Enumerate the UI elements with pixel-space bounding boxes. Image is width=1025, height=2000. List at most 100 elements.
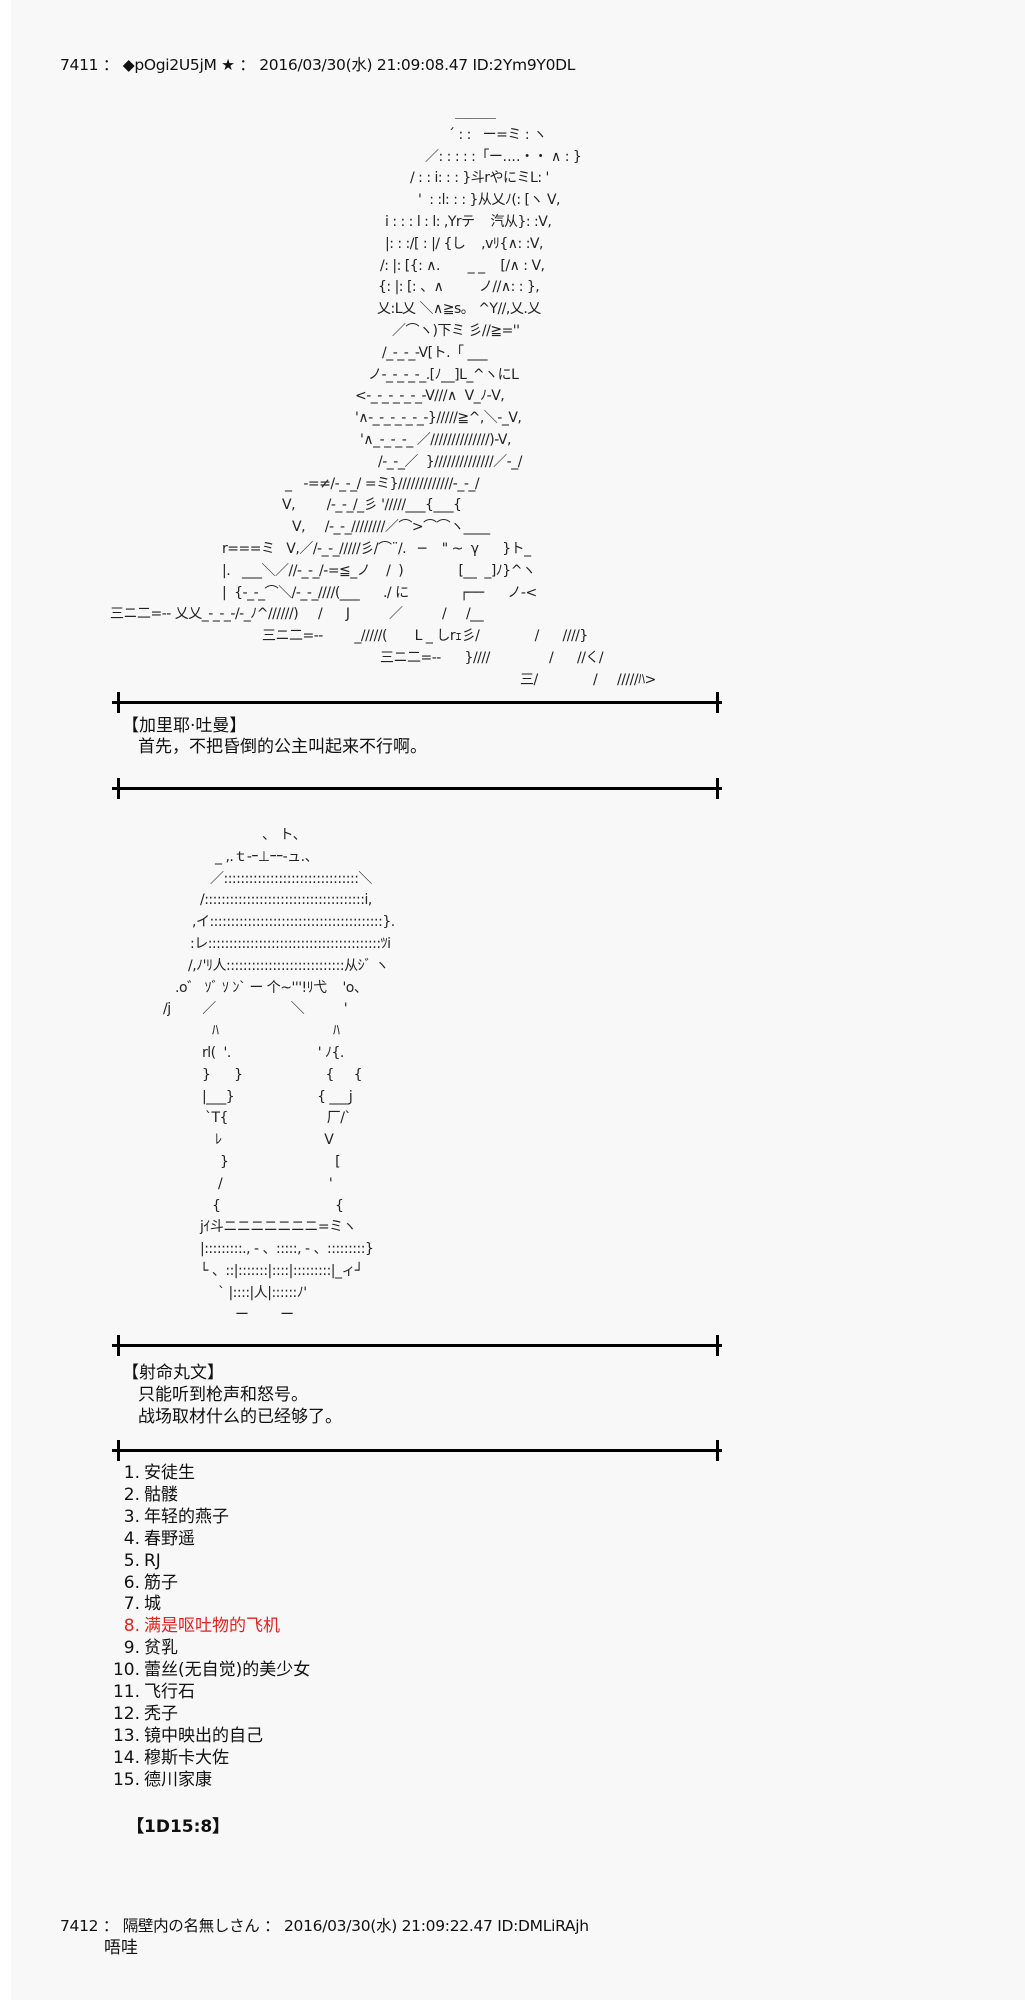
ascii-art-line: /,ﾉ'ﾘ人::::::::::::::::::::::::::::从ｼﾞ ヽ bbox=[188, 957, 389, 974]
ascii-art-line: / ' bbox=[218, 1175, 333, 1192]
dialogue-line: 战场取材什么的已经够了。 bbox=[138, 1407, 342, 1427]
separator bbox=[112, 1440, 722, 1461]
list-number: 10. bbox=[112, 1660, 140, 1681]
ascii-art-line: rl( '. ' ﾉ{. bbox=[202, 1045, 344, 1061]
ascii-art-line: ﾊ ﾊ bbox=[212, 1023, 340, 1040]
list-number: 9. bbox=[123, 1638, 140, 1659]
ascii-art-line: `T{ 厂/` bbox=[205, 1110, 351, 1127]
list-number: 14. bbox=[112, 1747, 140, 1768]
list-number: 3. bbox=[123, 1506, 140, 1527]
ascii-art-line: 三ニ二=-- }//// / //く/ bbox=[380, 650, 604, 666]
ascii-art-line: <-_-_-_-_-_-V///∧ V_ﾉ-V, bbox=[355, 388, 505, 405]
list-text: 骷髅 bbox=[144, 1484, 178, 1505]
ascii-art-line: '∧-_-_-_-_-_-}/////≧^,＼-_V, bbox=[355, 410, 522, 427]
ascii-art-line: └ 、::|:::::::|::::|:::::::::|_ィ┘ bbox=[200, 1263, 363, 1279]
list-text: 春野遥 bbox=[144, 1528, 195, 1549]
ascii-art-line: ﾚ V bbox=[215, 1132, 334, 1149]
list-item: 8.满是呕吐物的飞机 bbox=[100, 1616, 280, 1636]
separator bbox=[112, 778, 722, 799]
separator bbox=[112, 1335, 722, 1356]
list-number: 12. bbox=[112, 1703, 140, 1724]
speaker-name: 【射命丸文】 bbox=[122, 1363, 224, 1383]
ascii-art-line: /j ／ ＼ ' bbox=[163, 1001, 348, 1018]
list-item: 6.筋子 bbox=[100, 1573, 178, 1593]
list-item: 15.德川家康 bbox=[100, 1770, 212, 1790]
list-text: 蕾丝(无自觉)的美少女 bbox=[144, 1660, 311, 1681]
ascii-art-line: | {-_-_⌒＼/-_-_////(___ ./ に ┌── ノ-< bbox=[222, 584, 537, 601]
ascii-art-line: {: |: [: 、∧ ノ//∧: : }, bbox=[378, 279, 540, 296]
ascii-art-line: |. ___＼／//-_-_/-=≦_ノ / ) [__ _]ﾉ}^ヽ bbox=[222, 562, 536, 579]
left-margin bbox=[0, 0, 11, 2000]
list-text: 城 bbox=[144, 1594, 161, 1615]
list-item: 4.春野遥 bbox=[100, 1529, 195, 1549]
list-item: 14.穆斯卡大佐 bbox=[100, 1748, 229, 1768]
ascii-art-line: 、 ト、 bbox=[262, 827, 307, 843]
list-item: 13.镜中映出的自己 bbox=[100, 1726, 263, 1746]
ascii-art-line: /-_-_／ }//////////////／-_/ bbox=[378, 453, 522, 470]
list-number: 8. bbox=[123, 1616, 140, 1637]
list-item: 5.RJ bbox=[100, 1551, 161, 1571]
post-header: 7411 ： ◆pOgi2U5jM ★ ： 2016/03/30(水) 21:0… bbox=[60, 56, 576, 74]
ascii-art-line: :レ::::::::::::::::::::::::::::::::::::::… bbox=[190, 936, 391, 952]
ascii-art-line: / : : i: : : }斗rやにミL: ' bbox=[410, 170, 549, 187]
ascii-art-line: /_-_-_-V[ト.「 ___ bbox=[382, 344, 488, 361]
ascii-art-line: 三/ / /////ﾊ> bbox=[520, 671, 656, 688]
ascii-art-line: jｲ斗ニニニニニニニ=ミヽ bbox=[200, 1219, 357, 1236]
list-number: 11. bbox=[112, 1682, 140, 1702]
ascii-art-line: V, /-_-_////////／⌒>⌒⌒ヽ____ bbox=[292, 519, 490, 536]
ascii-art-line: 三ニ二=-- 乂乂_-_-_-/-_ﾉ^//////) / J ／ / /__ bbox=[110, 606, 484, 623]
list-text: 年轻的燕子 bbox=[144, 1506, 229, 1527]
list-item: 3.年轻的燕子 bbox=[100, 1507, 229, 1527]
list-item: 12.秃子 bbox=[100, 1704, 178, 1724]
list-number: 15. bbox=[112, 1769, 140, 1790]
list-number: 6. bbox=[123, 1572, 140, 1593]
ascii-art-line: |___} { ___j bbox=[202, 1088, 353, 1105]
ascii-art-line: _ ,.ｔ-ｰ⊥ｰｰ-ュ.、 bbox=[215, 848, 319, 865]
list-item: 9.贫乳 bbox=[100, 1638, 178, 1658]
ascii-art-line: r===ミ V,／/-_-_/////彡/⌒¨/. ─ " ~ γ }ト_ bbox=[222, 541, 531, 557]
list-text: 德川家康 bbox=[144, 1769, 212, 1790]
ascii-art-line: /: |: [{: ∧. _ _ [/∧ : V, bbox=[380, 257, 545, 274]
list-text: 穆斯卡大佐 bbox=[144, 1747, 229, 1768]
list-text: 筋子 bbox=[144, 1572, 178, 1593]
list-number: 13. bbox=[112, 1725, 140, 1746]
list-number: 1. bbox=[123, 1463, 140, 1483]
ascii-art-line: '∧_-_-_-_ ／//////////////)-V, bbox=[360, 432, 511, 448]
ascii-art-line: |: : :/[ : |/ {し ,vﾘ{∧: :V, bbox=[385, 235, 543, 252]
ascii-art-line: _ -=≠/-_-_/ =ミ}/////////////-_-_/ bbox=[285, 475, 480, 492]
ascii-art-line: 三ニ二=-- _/////( L _ しrｪ彡/ / ////} bbox=[262, 628, 588, 645]
list-text: 满是呕吐物的飞机 bbox=[144, 1616, 280, 1637]
list-number: 7. bbox=[123, 1594, 140, 1615]
ascii-art-line: ,イ::::::::::::::::::::::::::::::::::::::… bbox=[192, 914, 395, 931]
list-text: 镜中映出的自己 bbox=[144, 1725, 263, 1746]
list-text: 秃子 bbox=[144, 1703, 178, 1724]
ascii-art-line: ／⌒ヽ)下ミ 彡//≧='' bbox=[392, 323, 520, 339]
ascii-art-line: ー ー bbox=[235, 1306, 294, 1323]
ascii-art-line: ノ-_-_-_-_.[ﾉ__]L_^ヽにL bbox=[368, 366, 519, 383]
ascii-art-line: ´ : : ー=ミ : ヽ bbox=[448, 126, 547, 143]
ascii-art-line: ＿＿＿ bbox=[455, 105, 496, 121]
ascii-art-line: { { bbox=[212, 1197, 344, 1214]
list-item: 10.蕾丝(无自觉)的美少女 bbox=[100, 1660, 310, 1680]
list-text: 贫乳 bbox=[144, 1638, 178, 1659]
list-text: 安徒生 bbox=[144, 1463, 195, 1483]
ascii-art-line: } } { { bbox=[202, 1066, 363, 1083]
list-item: 7.城 bbox=[100, 1594, 161, 1614]
ascii-art-line: /::::::::::::::::::::::::::::::::::::::i… bbox=[200, 892, 372, 909]
list-text: RJ bbox=[144, 1550, 161, 1571]
ascii-art-line: 乂:L乂 ＼∧≧s。 ^Y//,乂.乂 bbox=[377, 301, 541, 318]
list-number: 2. bbox=[123, 1484, 140, 1505]
list-item: 1.安徒生 bbox=[100, 1463, 195, 1483]
post-header: 7412 ： 隔壁内の名無しさん ： 2016/03/30(水) 21:09:2… bbox=[60, 1917, 589, 1935]
speaker-name: 【加里耶·吐曼】 bbox=[122, 716, 247, 736]
ascii-art-line: ／: : : : :「ー‥‥・・ ∧ : } bbox=[425, 148, 582, 165]
ascii-art-line: V, /-_-_/_彡 '/////___{___{ bbox=[282, 497, 462, 514]
list-item: 2.骷髅 bbox=[100, 1485, 178, 1505]
list-text: 飞行石 bbox=[144, 1682, 195, 1702]
ascii-art-line: ／::::::::::::::::::::::::::::::::＼ bbox=[210, 870, 372, 887]
ascii-art-line: ' : :l: : : }从乂ﾉ(: [ヽ V, bbox=[418, 192, 561, 209]
list-item: 11.飞行石 bbox=[100, 1682, 195, 1702]
post-body: 唔哇 bbox=[104, 1938, 138, 1958]
dialogue-line: 首先，不把昏倒的公主叫起来不行啊。 bbox=[138, 737, 427, 757]
separator bbox=[112, 692, 722, 713]
